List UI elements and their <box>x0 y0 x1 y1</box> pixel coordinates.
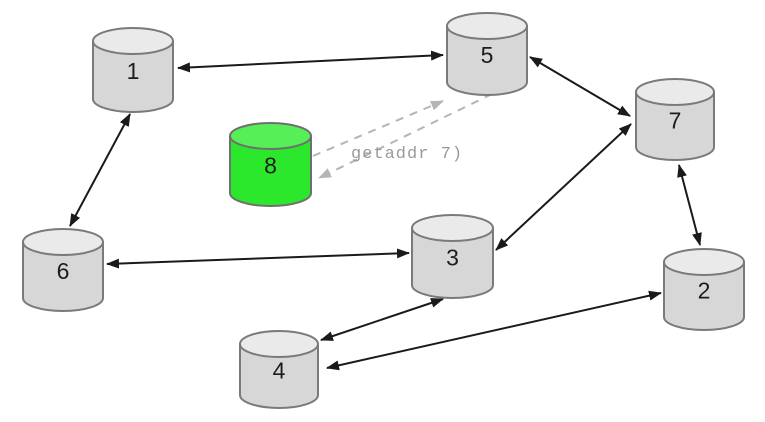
database-cylinder-top <box>411 214 494 242</box>
database-cylinder-body <box>635 92 715 161</box>
database-cylinder-top <box>663 248 745 276</box>
edge-3-4 <box>320 298 444 341</box>
node-label-7: 7 <box>669 108 682 134</box>
database-cylinder-body <box>229 136 312 207</box>
database-cylinder-body <box>22 242 104 312</box>
database-cylinder-top <box>22 228 104 256</box>
node-layer: 1 5 7 8 6 3 2 4 <box>22 12 745 409</box>
edge-7-3 <box>495 123 632 251</box>
node-label-4: 4 <box>273 358 286 384</box>
node-label-2: 2 <box>698 278 711 304</box>
node-label-1: 1 <box>127 58 140 84</box>
edge-7-2 <box>677 164 702 246</box>
edge-layer <box>69 50 702 371</box>
node-5: 5 <box>446 12 528 96</box>
edge-1-6 <box>69 113 131 227</box>
node-label-6: 6 <box>57 258 70 284</box>
database-cylinder-body <box>663 262 745 331</box>
node-6: 6 <box>22 228 104 312</box>
node-3: 3 <box>411 214 494 299</box>
message-label: getaddr 7) <box>351 145 463 164</box>
database-cylinder-body <box>239 344 319 409</box>
edge-5-7 <box>529 56 631 117</box>
database-cylinder-body <box>92 41 174 113</box>
edge-4-2 <box>326 290 662 371</box>
node-1: 1 <box>92 27 174 113</box>
edge-6-3 <box>106 248 410 269</box>
node-8: 8 <box>229 122 312 207</box>
edge-1-5 <box>177 50 444 73</box>
node-label-8: 8 <box>264 153 277 179</box>
node-label-5: 5 <box>481 42 494 68</box>
database-cylinder-top <box>446 12 528 40</box>
node-4: 4 <box>239 330 319 409</box>
database-cylinder-top <box>239 330 319 358</box>
database-cylinder-body <box>411 228 494 299</box>
database-cylinder-body <box>446 26 528 96</box>
database-cylinder-top <box>229 122 312 150</box>
node-label-3: 3 <box>446 245 459 271</box>
node-7: 7 <box>635 78 715 161</box>
node-2: 2 <box>663 248 745 331</box>
dashed-edge-5-8 <box>318 93 493 179</box>
database-cylinder-top <box>92 27 174 55</box>
database-cylinder-top <box>635 78 715 106</box>
